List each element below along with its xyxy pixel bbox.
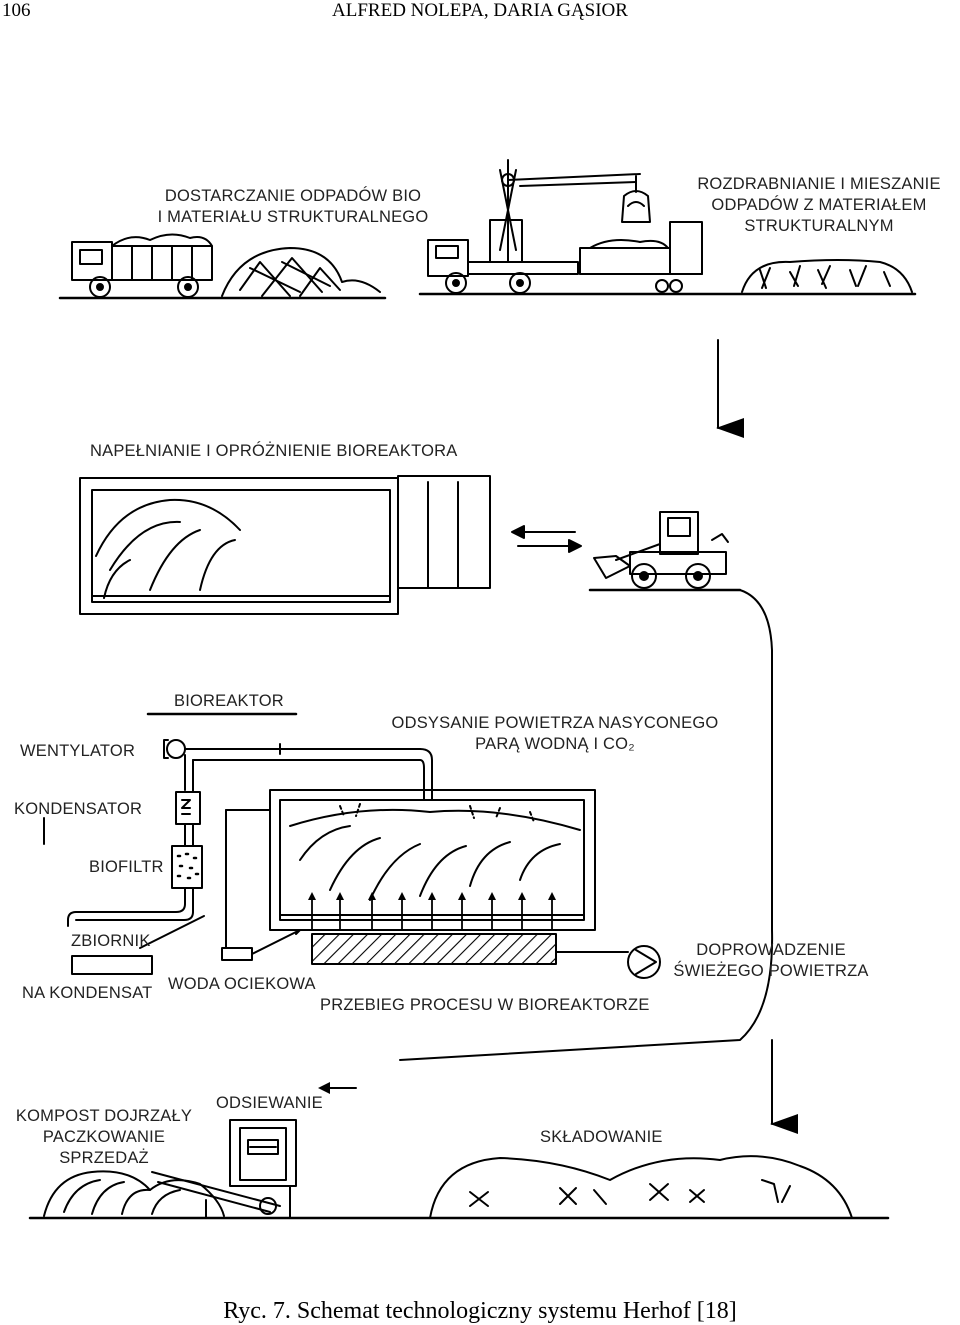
flow-line-right: [399, 589, 774, 1061]
screening-drum-icon: [151, 1119, 297, 1219]
label-mature-compost-line2: PACZKOWANIE: [42, 1128, 166, 1146]
label-fresh-air-line1: DOPROWADZENIE: [696, 941, 846, 959]
label-bioreactor: BIOREAKTOR: [174, 692, 284, 710]
label-delivery: DOSTARCZANIE ODPADÓW BIO I MATERIAŁU STR…: [155, 186, 431, 228]
leachate-pipe: [221, 809, 301, 961]
aeration-floor-icon: [311, 933, 557, 965]
label-fan: WENTYLATOR: [20, 742, 136, 760]
page-number: 106: [2, 0, 31, 21]
mature-compost-heap-icon: [43, 1170, 225, 1217]
bioreactor-hall-icon: [79, 475, 491, 615]
air-inflow-arrows: [311, 895, 553, 931]
label-fresh-air-line2: ŚWIEŻEGO POWIETRZA: [673, 962, 869, 980]
label-fresh-air: DOPROWADZENIE ŚWIEŻEGO POWIETRZA: [666, 940, 876, 982]
label-shredding-line2: ODPADÓW Z MATERIAŁEM: [711, 196, 927, 214]
storage-heaps-icon: [429, 1155, 853, 1219]
label-mature-compost: KOMPOST DOJRZAŁY PACZKOWANIE SPRZEDAŻ: [14, 1106, 194, 1169]
condensate-tank-icon: [71, 915, 205, 975]
label-air-suction-line2: PARĄ WODNĄ I CO₂: [475, 735, 635, 753]
label-tank-line1: ZBIORNIK: [71, 932, 151, 950]
label-leachate: WODA OCIEKOWA: [168, 975, 316, 993]
waste-heap-icon: [221, 247, 381, 297]
label-tank-line2: NA KONDENSAT: [22, 984, 153, 1002]
condensate-pipe: [67, 903, 186, 927]
wheel-loader-icon: [593, 511, 729, 589]
shredder-mixer-icon: [579, 221, 703, 293]
label-screening: ODSIEWANIE: [216, 1094, 323, 1112]
bioreactor-tunnel-icon: [269, 789, 596, 931]
label-shredding-line3: STRUKTURALNYM: [744, 217, 894, 235]
label-storage: SKŁADOWANIE: [540, 1128, 663, 1146]
air-pump-icon: [555, 945, 661, 979]
delivery-truck-icon: [71, 233, 213, 298]
running-header-authors: ALFRED NOLEPA, DARIA GĄSIOR: [332, 0, 628, 21]
label-shredding-line1: ROZDRABNIANIE I MIESZANIE: [697, 175, 941, 193]
label-delivery-line1: DOSTARCZANIE ODPADÓW BIO: [164, 187, 422, 205]
label-biofilter: BIOFILTR: [89, 858, 164, 876]
biofilter-icon: [171, 845, 203, 913]
fan-icon: [163, 739, 433, 801]
label-process: PRZEBIEG PROCESU W BIOREAKTORZE: [320, 996, 650, 1014]
condenser-icon: [175, 791, 201, 847]
label-air-suction-line1: ODSYSANIE POWIETRZA NASYCONEGO: [391, 714, 719, 732]
label-mature-compost-line3: SPRZEDAŻ: [59, 1149, 149, 1167]
label-mature-compost-line1: KOMPOST DOJRZAŁY: [15, 1107, 193, 1125]
label-shredding: ROZDRABNIANIE I MIESZANIE ODPADÓW Z MATE…: [690, 174, 948, 237]
label-delivery-line2: I MATERIAŁU STRUKTURALNEGO: [157, 208, 429, 226]
ducting: [184, 754, 425, 801]
load-unload-arrows: [511, 525, 582, 553]
label-condenser: KONDENSATOR: [14, 800, 143, 818]
label-filling: NAPEŁNIANIE I OPRÓŻNIENIE BIOREAKTORA: [90, 442, 458, 460]
crane-truck-icon: [427, 159, 651, 294]
mixed-material-heap-icon: [741, 259, 913, 293]
figure-caption: Ryc. 7. Schemat technologiczny systemu H…: [223, 1298, 737, 1324]
label-air-suction: ODSYSANIE POWIETRZA NASYCONEGO PARĄ WODN…: [388, 713, 722, 755]
